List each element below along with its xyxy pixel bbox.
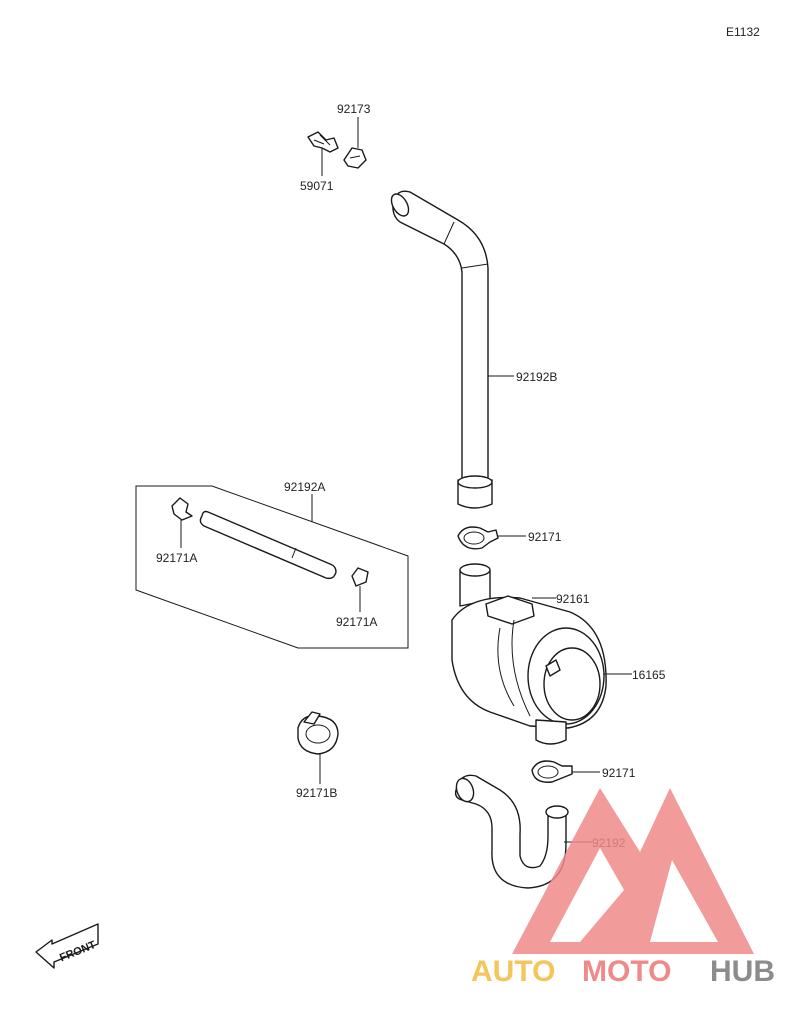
label-16165: 16165: [632, 668, 666, 682]
label-92171-upper: 92171: [528, 530, 562, 544]
part-92192-hose: [454, 774, 569, 889]
part-92171A-clip-right: [351, 567, 369, 587]
label-92171B: 92171B: [296, 786, 337, 800]
watermark-text-auto: AUTO: [471, 955, 555, 988]
part-92171B-clamp: [297, 711, 339, 755]
part-16165-separator: [451, 563, 607, 745]
front-arrow-icon: FRONT: [35, 923, 99, 969]
label-59071: 59071: [300, 179, 334, 193]
part-59071-sensor: [307, 131, 339, 153]
label-92192A: 92192A: [284, 480, 325, 494]
label-92173: 92173: [337, 102, 371, 116]
diagram-code: E1132: [726, 25, 760, 39]
part-92173-clamp: [343, 147, 367, 169]
label-92161: 92161: [556, 592, 590, 606]
label-92171A-right: 92171A: [336, 615, 377, 629]
part-92192B-hose: [390, 190, 493, 509]
watermark-text-hub: HUB: [710, 955, 775, 988]
watermark-logo-icon: [512, 788, 754, 954]
part-92171A-clip-left: [171, 497, 193, 521]
part-92171-clamp-upper: [457, 526, 499, 550]
label-92192B: 92192B: [516, 370, 557, 384]
part-92171-clamp-lower: [531, 760, 573, 783]
inset-92192A: [135, 485, 409, 649]
label-92171-lower: 92171: [602, 766, 636, 780]
watermark-text-moto: MOTO: [582, 955, 671, 988]
label-92171A-left: 92171A: [156, 551, 197, 565]
